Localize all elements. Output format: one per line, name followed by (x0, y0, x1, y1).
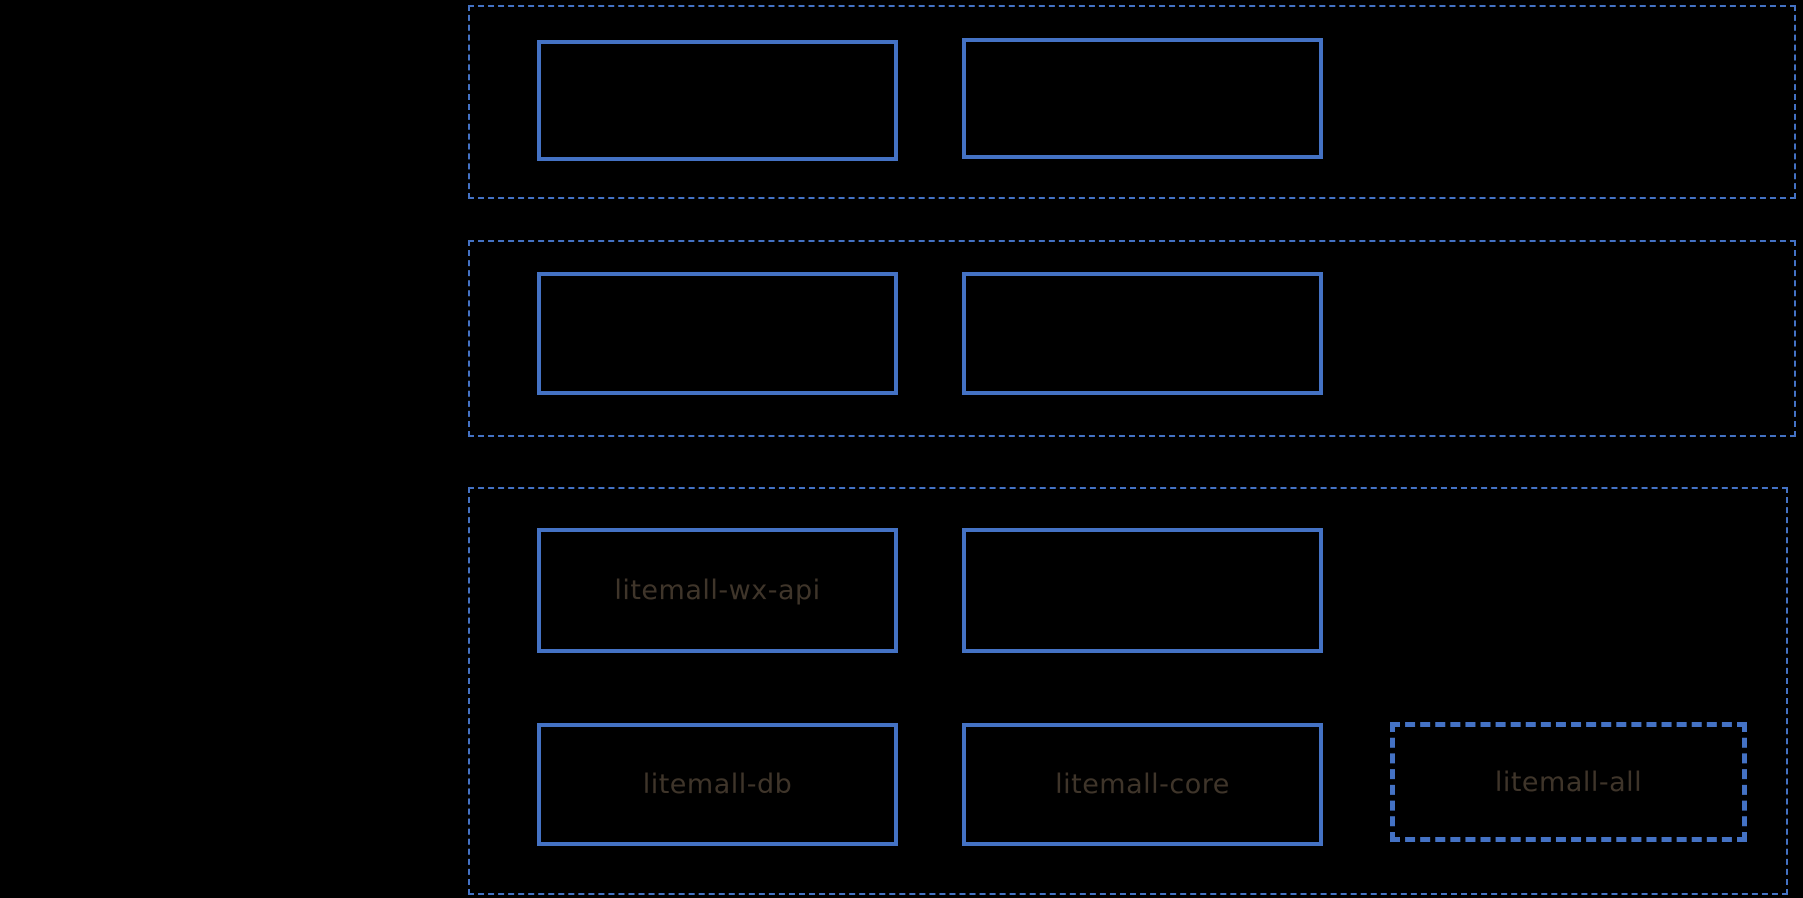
group-top (468, 5, 1796, 199)
group-middle (468, 240, 1796, 437)
box-api-right (962, 528, 1323, 653)
box-top-right (962, 38, 1323, 159)
box-litemall-all-label: litemall-all (1494, 766, 1643, 798)
group-bottom (468, 487, 1788, 895)
box-litemall-wx-api: litemall-wx-api (537, 528, 898, 653)
box-top-left (537, 40, 898, 161)
box-litemall-all: litemall-all (1390, 722, 1747, 842)
box-litemall-db: litemall-db (537, 723, 898, 846)
box-litemall-core-label: litemall-core (1055, 769, 1230, 800)
box-litemall-wx-api-label: litemall-wx-api (614, 575, 821, 606)
box-litemall-db-label: litemall-db (642, 769, 793, 800)
box-litemall-core: litemall-core (962, 723, 1323, 846)
box-middle-right (962, 272, 1323, 395)
box-middle-left (537, 272, 898, 395)
